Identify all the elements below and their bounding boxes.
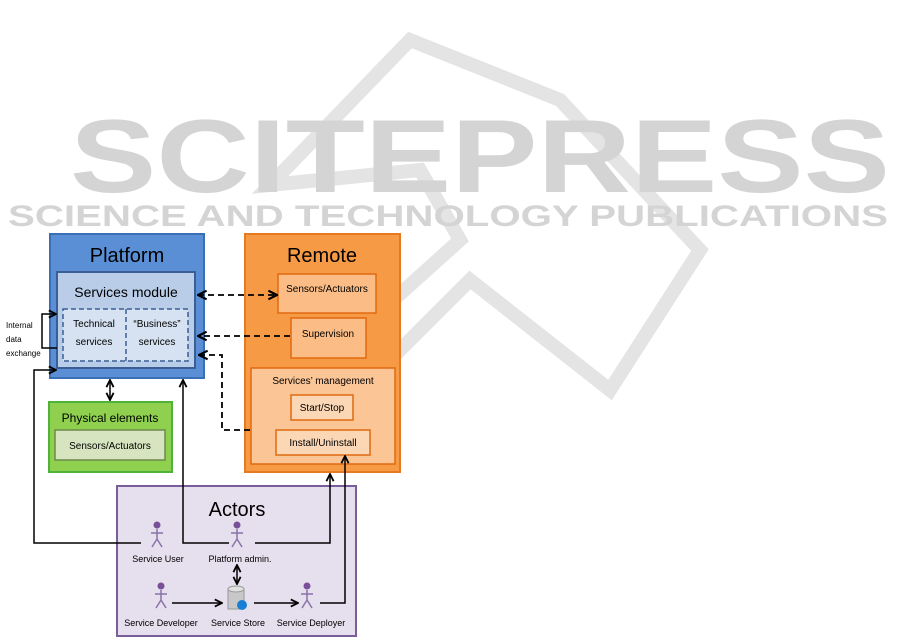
watermark-title: SCITEPRESS: [70, 99, 890, 215]
platform-admin-figure-icon: [231, 521, 243, 548]
database-icon: [227, 585, 247, 610]
install-uninstall: Install/Uninstall: [289, 438, 356, 449]
remote-title: Remote: [287, 245, 357, 267]
remote-sensors: Sensors/Actuators: [286, 284, 368, 295]
service-store-label: Service Store: [211, 618, 265, 628]
technical-services-line1: Technical: [73, 319, 115, 330]
business-services-line1: “Business”: [133, 319, 180, 330]
platform-title: Platform: [90, 245, 164, 267]
admin-platform-arrow: [183, 380, 229, 544]
service-developer-label: Service Developer: [124, 618, 198, 628]
platform-admin-label: Platform admin.: [208, 554, 271, 564]
business-services-line2: services: [139, 337, 176, 348]
watermark-subtitle: SCIENCE AND TECHNOLOGY PUBLICATIONS: [8, 200, 888, 233]
internal-label-1: Internal: [6, 321, 33, 330]
internal-exchange-arrow: [41, 314, 57, 349]
remote-supervision: Supervision: [302, 329, 354, 340]
physical-title: Physical elements: [62, 411, 159, 425]
service-deployer-label: Service Deployer: [277, 618, 346, 628]
book-logo-icon: [251, 31, 709, 433]
actors-title: Actors: [209, 499, 266, 521]
physical-sensors: Sensors/Actuators: [69, 441, 151, 452]
internal-label-3: exchange: [6, 349, 41, 358]
actors-box: Actors: [116, 485, 357, 637]
start-stop: Start/Stop: [300, 403, 345, 414]
internal-label-2: data: [6, 335, 22, 344]
platform-box: Platform Services module Technical servi…: [49, 233, 205, 379]
physical-elements-box: Physical elements Sensors/Actuators: [48, 401, 173, 473]
admin-remote-arrow: [255, 474, 330, 544]
management-title: Services’ management: [272, 376, 374, 387]
watermark: SCITEPRESS SCIENCE AND TECHNOLOGY PUBLIC…: [8, 31, 890, 433]
service-user-label: Service User: [132, 554, 184, 564]
services-module-title: Services module: [74, 284, 178, 300]
management-link-arrow: [199, 355, 250, 431]
user-platform-arrow: [33, 370, 141, 544]
service-developer-figure-icon: [155, 582, 167, 609]
service-deployer-figure-icon: [301, 582, 313, 609]
deployer-install-arrow: [320, 456, 345, 604]
service-user-figure-icon: [151, 521, 163, 548]
remote-box: Remote Sensors/Actuators Supervision Ser…: [244, 233, 401, 473]
technical-services-line2: services: [76, 337, 113, 348]
